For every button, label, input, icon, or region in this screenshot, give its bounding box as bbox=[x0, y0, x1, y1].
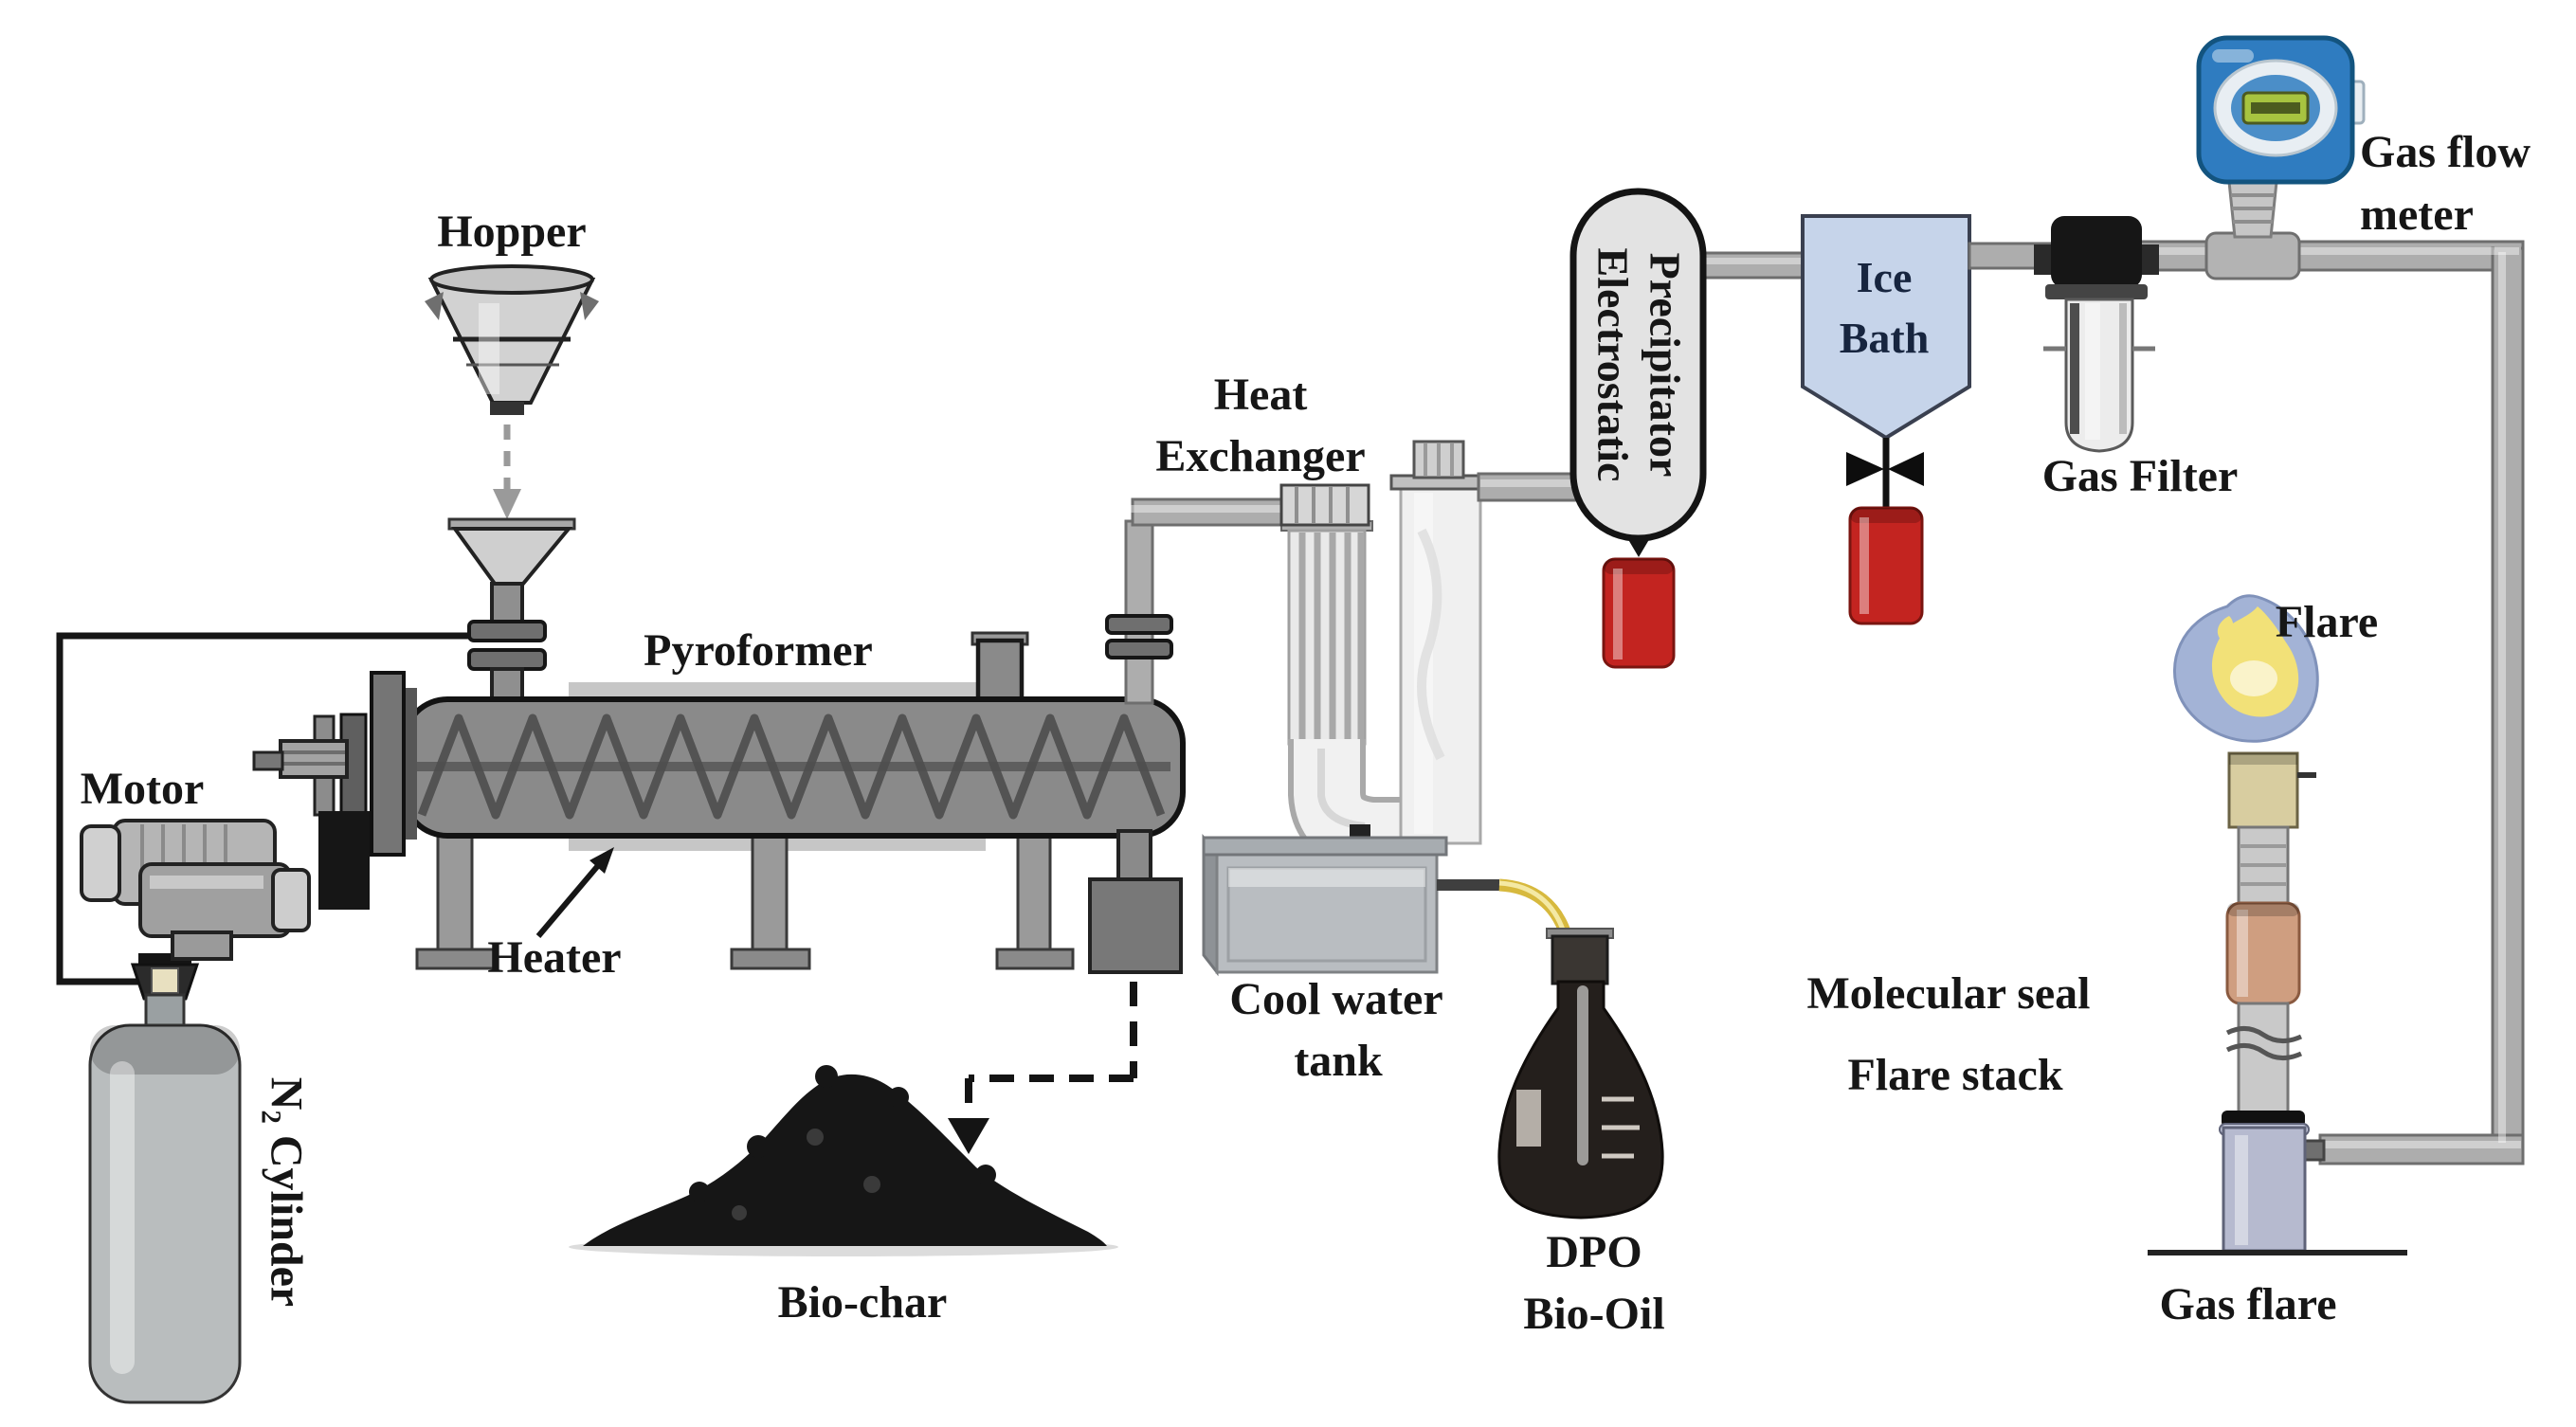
heater-arrow bbox=[535, 847, 614, 938]
esp-label-line1: Electrostatic bbox=[1589, 248, 1638, 482]
hopper-graphic bbox=[425, 264, 599, 415]
heater-label: Heater bbox=[487, 932, 621, 983]
dpo-flask-graphic bbox=[1497, 928, 1664, 1219]
feed-arrow bbox=[493, 424, 521, 519]
cool-water-tank-label-line2: tank bbox=[1294, 1036, 1383, 1086]
heat-exchanger-label-line1: Heat bbox=[1214, 370, 1308, 420]
gas-flare-label: Gas flare bbox=[2159, 1279, 2336, 1329]
gas-filter-label: Gas Filter bbox=[2042, 451, 2239, 501]
pyroformer-label: Pyroformer bbox=[644, 625, 873, 676]
motor-graphic bbox=[80, 819, 311, 961]
ice-bath-label-line2: Bath bbox=[1840, 314, 1930, 362]
biochar-pile-graphic bbox=[569, 1065, 1118, 1256]
flare-stack-graphic bbox=[2219, 751, 2316, 1253]
ice-bath-graphic bbox=[1801, 214, 1971, 441]
ice-bath-drain-valve bbox=[1846, 438, 1924, 508]
gas-flow-meter-label-line2: meter bbox=[2360, 190, 2474, 240]
biochar-flow-arrow bbox=[948, 982, 1137, 1154]
esp-collection-canister bbox=[1602, 557, 1676, 669]
gas-flow-meter-graphic bbox=[2196, 35, 2366, 280]
n2-cylinder-graphic bbox=[88, 953, 242, 1404]
gas-filter-graphic bbox=[2034, 216, 2159, 453]
pyroformer-graphic bbox=[252, 631, 1186, 974]
gas-line-pipes bbox=[1968, 240, 2525, 1165]
flare-stack-label: Flare stack bbox=[1847, 1050, 2062, 1100]
hopper-label: Hopper bbox=[437, 207, 586, 257]
n2-cylinder-label: N₂ Cylinder bbox=[262, 1077, 312, 1307]
gas-flow-meter-label-line1: Gas flow bbox=[2360, 127, 2531, 177]
dpo-label-line2: Bio-Oil bbox=[1523, 1289, 1664, 1339]
he-to-esp-pipe bbox=[1477, 472, 1587, 502]
cool-water-tank-label-line1: Cool water bbox=[1229, 974, 1442, 1024]
biochar-label: Bio-char bbox=[778, 1277, 948, 1328]
esp-label-line2: Precipitator bbox=[1642, 253, 1690, 478]
cool-water-tank-graphic bbox=[1202, 834, 1448, 977]
esp-to-icebath-pipe bbox=[1695, 251, 1812, 280]
flare-flame-graphic bbox=[2172, 594, 2319, 743]
flare-label: Flare bbox=[2276, 597, 2378, 647]
pyroformer-outlet-pipe bbox=[1105, 497, 1299, 705]
n2-supply-line bbox=[56, 632, 479, 985]
motor-label: Motor bbox=[81, 764, 205, 814]
electrostatic-precipitator-graphic bbox=[1569, 188, 1707, 557]
molecular-seal-label: Molecular seal bbox=[1806, 968, 2090, 1019]
feed-funnel-graphic bbox=[447, 517, 576, 705]
ice-bath-collection-canister bbox=[1848, 506, 1924, 625]
dpo-label-line1: DPO bbox=[1546, 1227, 1642, 1277]
heat-exchanger-graphic bbox=[1279, 440, 1492, 875]
heat-exchanger-label-line2: Exchanger bbox=[1155, 431, 1365, 481]
ice-bath-label-line1: Ice bbox=[1857, 253, 1913, 301]
